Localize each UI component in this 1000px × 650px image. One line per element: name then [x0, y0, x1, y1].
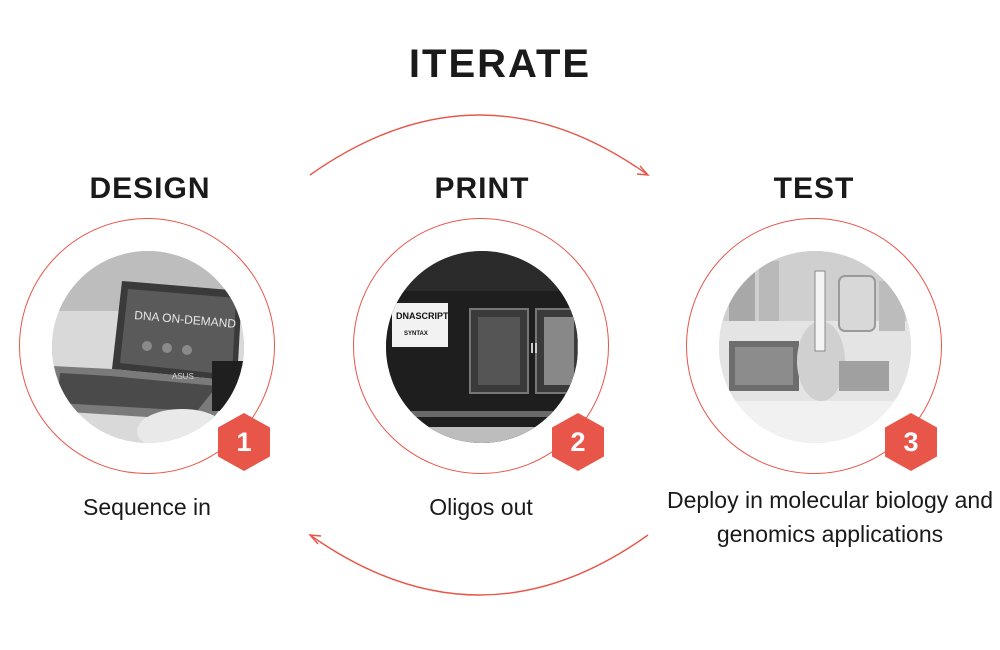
printer-brand-text: DNASCRIPT [396, 311, 449, 321]
printer-photo: DNASCRIPT SYNTAX [386, 251, 578, 443]
lab-photo [719, 251, 911, 443]
step-badge-1: 1 [218, 413, 270, 471]
brand-text: ASUS [172, 372, 194, 381]
step-number-2: 2 [570, 426, 586, 457]
stage-caption-design: Sequence in [83, 494, 211, 520]
diagram-title: ITERATE [408, 42, 592, 86]
stage-ring-print: DNASCRIPT SYNTAX 2 [353, 218, 609, 474]
bottom-cycle-arc [309, 534, 649, 596]
stage-title-design: DESIGN [89, 172, 211, 205]
step-number-1: 1 [236, 426, 252, 457]
top-arc-arrowhead [636, 165, 650, 176]
step-badge-3: 3 [885, 413, 937, 471]
stage-caption-test: Deploy in molecular biology and genomics… [666, 487, 994, 547]
top-cycle-arc [309, 114, 649, 176]
stage-title-test: TEST [773, 172, 855, 205]
bottom-arc-arrowhead [308, 534, 322, 545]
stage-title-print: PRINT [434, 172, 530, 205]
stage-ring-test: 3 [686, 218, 942, 474]
step-badge-2: 2 [552, 413, 604, 471]
laptop-photo: DNA ON-DEMAND ASUS [52, 251, 244, 443]
step-number-3: 3 [903, 426, 919, 457]
printer-model-text: SYNTAX [404, 331, 428, 337]
stage-caption-print: Oligos out [429, 494, 533, 520]
stage-ring-design: DNA ON-DEMAND ASUS 1 [19, 218, 275, 474]
